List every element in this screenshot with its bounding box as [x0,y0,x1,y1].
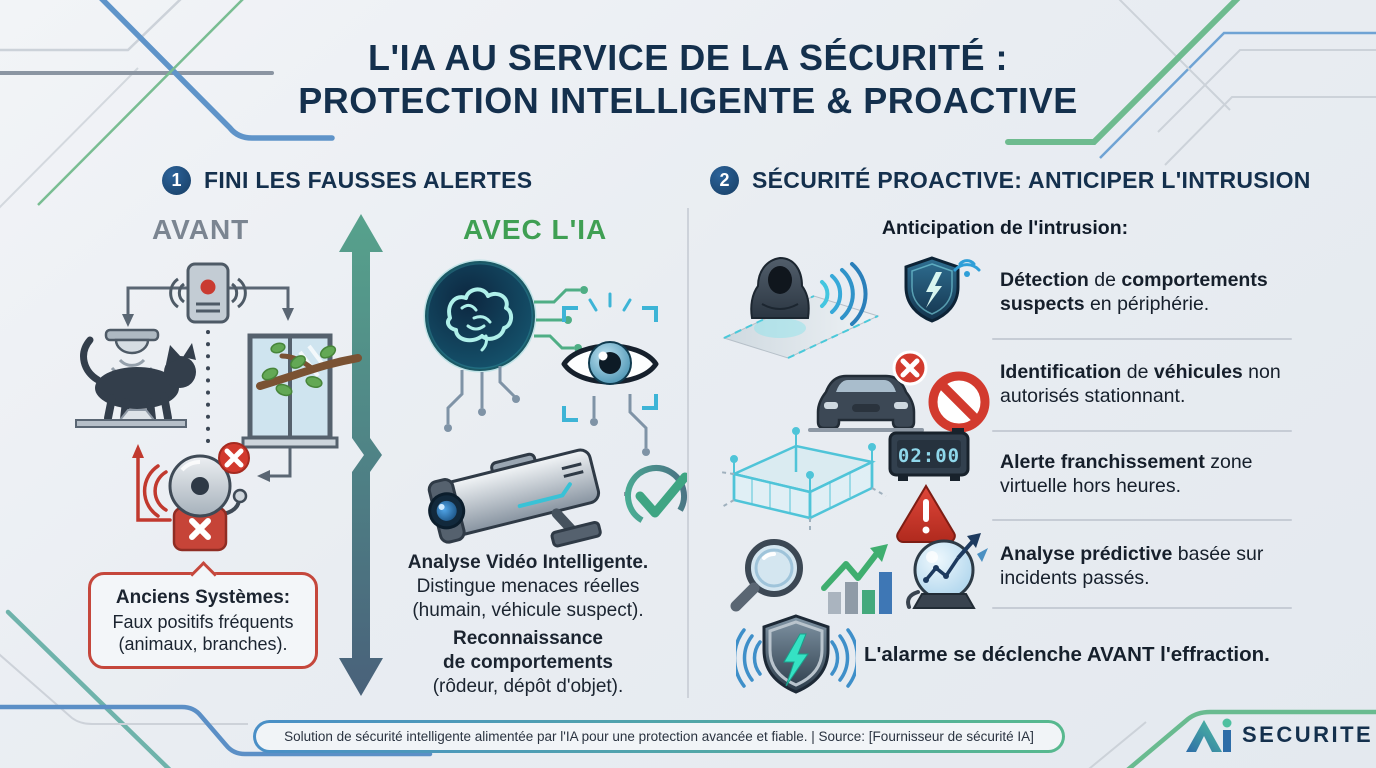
after-line-1: Analyse Vidéo Intelligente. [407,552,649,573]
after-line-5: de comportements [443,652,613,674]
connector-lines [126,286,292,478]
section2-number-badge: 2 [710,166,739,195]
vibration-sensor-icon [169,262,247,324]
before-after-arrow [339,214,383,696]
row-divider [992,519,1292,521]
warning-triangle-icon [896,484,956,543]
after-line-6: (rôdeur, dépôt d'objet). [432,675,624,697]
section2-header: 2 SÉCURITÉ PROACTIVE: ANTICIPER L'INTRUS… [710,166,1311,195]
trend-chart-icon [821,544,892,614]
footer-source-bar: Solution de sécurité intelligente alimen… [253,720,1065,753]
legacy-systems-callout: Anciens Systèmes: Faux positifs fréquent… [88,561,318,669]
cctv-camera-icon [427,448,602,548]
feature-row-1: Détection de comportements suspects en p… [1000,268,1302,317]
motion-detector-icon [104,328,160,379]
digital-clock-icon: 02:00 [888,428,970,481]
row2-rest: non autorisés stationnant. [1000,361,1281,408]
circuit-links-down [444,366,650,456]
car-blocked-icon [808,350,928,432]
section-divider [687,208,689,698]
crystal-ball-icon [906,533,988,609]
ledge [75,419,187,428]
error-x-icon [218,442,250,474]
alarm-statement: L'alarme se déclenche AVANT l'effraction… [864,643,1270,666]
callout-heading: Anciens Systèmes: [115,587,291,608]
row2-mid: de [1121,361,1154,383]
virtual-fence-icon [722,427,887,532]
after-label: AVEC L'IA [463,214,608,245]
section2-heading: SÉCURITÉ PROACTIVE: ANTICIPER L'INTRUSIO… [752,167,1311,193]
after-line-4: Reconnaissance [453,628,603,650]
page-title: L'IA AU SERVICE DE LA SÉCURITÉ : PROTECT… [0,36,1376,122]
row2-bold-2: véhicules [1153,361,1243,383]
alarm-bell-icon [132,442,250,552]
row3-mid: zone virtuelle hors heures. [1000,451,1253,498]
section2-icons: 02:00 [722,256,990,614]
brand-name: SECURITE [1242,722,1374,747]
alert-shield-icon [736,614,856,694]
cat-icon [80,336,196,423]
after-line-3: (humain, véhicule suspect). [412,599,644,621]
sonar-waves-icon [820,262,868,326]
after-line-2: Distingue menaces réelles [416,575,640,597]
before-illustration [75,262,362,552]
row-divider [992,607,1292,609]
brand-logo: SECURITE [1185,716,1373,754]
magnifier-icon [730,539,803,612]
row1-bold-1: Détection [1000,269,1089,291]
section1-header: 1 FINI LES FAUSSES ALERTES [162,166,532,195]
title-line-2: PROTECTION INTELLIGENTE & PROACTIVE [298,80,1078,122]
clock-time: 02:00 [898,445,960,467]
circuit-links [534,286,588,352]
row4-bold-1: Analyse prédictive [1000,543,1173,565]
vision-eye-icon [561,292,659,422]
callout-line-1: Faux positifs fréquents [112,612,294,632]
after-illustration [423,259,688,548]
feature-row-2: Identification de véhicules non autorisé… [1000,360,1302,409]
row1-rest: en périphérie. [1084,293,1210,316]
row3-bold-1: Alerte franchissement [1000,451,1205,473]
row-divider [992,430,1292,432]
callout-line-2: (animaux, branches). [118,633,288,654]
intruder-icon [722,256,880,359]
ai-brain-icon [423,259,537,373]
shield-wifi-icon [904,256,981,323]
row1-mid: de [1088,269,1122,291]
ai-logo-mark [1186,718,1232,752]
section2-subtitle: Anticipation de l'intrusion: [881,217,1129,239]
title-line-1: L'IA AU SERVICE DE LA SÉCURITÉ : [368,37,1008,78]
footer-source-text: Solution de sécurité intelligente alimen… [256,723,1062,750]
checkmark-icon [624,465,688,527]
row4-mid: basée sur incidents passés. [1000,543,1264,590]
row2-bold-1: Identification [1000,361,1122,383]
after-description: Analyse Vidéo Intelligente. Distingue me… [390,551,666,700]
feature-row-4: Analyse prédictive basée sur incidents p… [1000,542,1302,591]
row1-bold-2: comportements suspects [1000,269,1268,316]
section1-heading: FINI LES FAUSSES ALERTES [204,167,533,193]
no-entry-icon [928,371,990,433]
feature-row-3: Alerte franchissement zone virtuelle hor… [1000,450,1302,499]
row-divider [992,338,1292,340]
window-branch-icon [241,333,362,449]
before-label: AVANT [152,214,250,245]
section1-number-badge: 1 [162,166,191,195]
